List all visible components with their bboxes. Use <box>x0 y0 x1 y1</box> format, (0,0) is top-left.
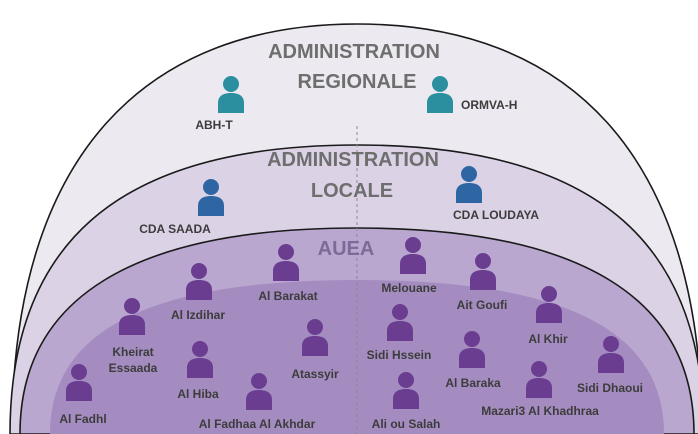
actor-cda-saada: CDA SAADA <box>139 179 224 236</box>
actor-label: Ait Goufi <box>457 298 508 312</box>
actor-melouane: Melouane <box>381 237 437 295</box>
actor-abh-t: ABH-T <box>195 76 244 132</box>
actor-label: Mazari3 Al Khadhraa <box>481 404 599 418</box>
actor-al-barakat: Al Barakat <box>258 244 318 303</box>
actor-al-fadhl: Al Fadhl <box>59 364 107 426</box>
regional-title-line2: REGIONALE <box>298 71 417 93</box>
actor-sidi-hssein: Sidi Hssein <box>367 304 432 362</box>
actor-label: ORMVA-H <box>461 98 517 112</box>
actor-label: Al Izdihar <box>171 308 225 322</box>
actor-label: Al Khir <box>528 332 568 346</box>
actor-cda-loudaya: CDA LOUDAYA <box>453 166 539 222</box>
actor-ali-ou-salah: Ali ou Salah <box>372 372 441 431</box>
actor-label: ABH-T <box>195 118 233 132</box>
actor-al-baraka: Al Baraka <box>445 331 501 390</box>
actor-label-line2: Essaada <box>109 361 158 375</box>
actor-label: Sidi Dhaoui <box>577 381 643 395</box>
local-title-line2: LOCALE <box>311 180 393 202</box>
actor-ait-goufi: Ait Goufi <box>457 253 508 312</box>
actor-al-izdihar: Al Izdihar <box>171 263 225 322</box>
actor-al-hiba: Al Hiba <box>177 341 219 401</box>
actor-label: Al Hiba <box>177 387 219 401</box>
actor-label: Al Baraka <box>445 376 501 390</box>
actor-label: CDA SAADA <box>139 222 211 236</box>
actor-kheirat-essaada: Kheirat Essaada <box>109 298 158 375</box>
actor-label: Melouane <box>381 281 437 295</box>
actor-label: Atassyir <box>291 367 339 381</box>
actor-label: Al Barakat <box>258 289 317 303</box>
actor-label: Al Fadhl <box>59 412 106 426</box>
actor-label: CDA LOUDAYA <box>453 208 539 222</box>
actor-label: Sidi Hssein <box>367 348 432 362</box>
actor-atassyir: Atassyir <box>291 319 339 381</box>
actor-label: Al Fadhaa Al Akhdar <box>199 417 316 431</box>
auea-title: AUEA <box>318 238 375 260</box>
actor-label: Ali ou Salah <box>372 417 441 431</box>
regional-title-line1: ADMINISTRATION <box>268 41 440 63</box>
actor-al-khir: Al Khir <box>528 286 568 346</box>
local-title-line1: ADMINISTRATION <box>267 149 439 171</box>
actor-ormva-h: ORMVA-H <box>427 76 517 113</box>
actor-al-fadhaa-al-akhdar: Al Fadhaa Al Akhdar <box>199 373 316 431</box>
actor-label-line1: Kheirat <box>112 345 153 359</box>
actor-sidi-dhaoui: Sidi Dhaoui <box>577 336 643 395</box>
actor-mazari3-al-khadhraa: Mazari3 Al Khadhraa <box>481 361 599 418</box>
